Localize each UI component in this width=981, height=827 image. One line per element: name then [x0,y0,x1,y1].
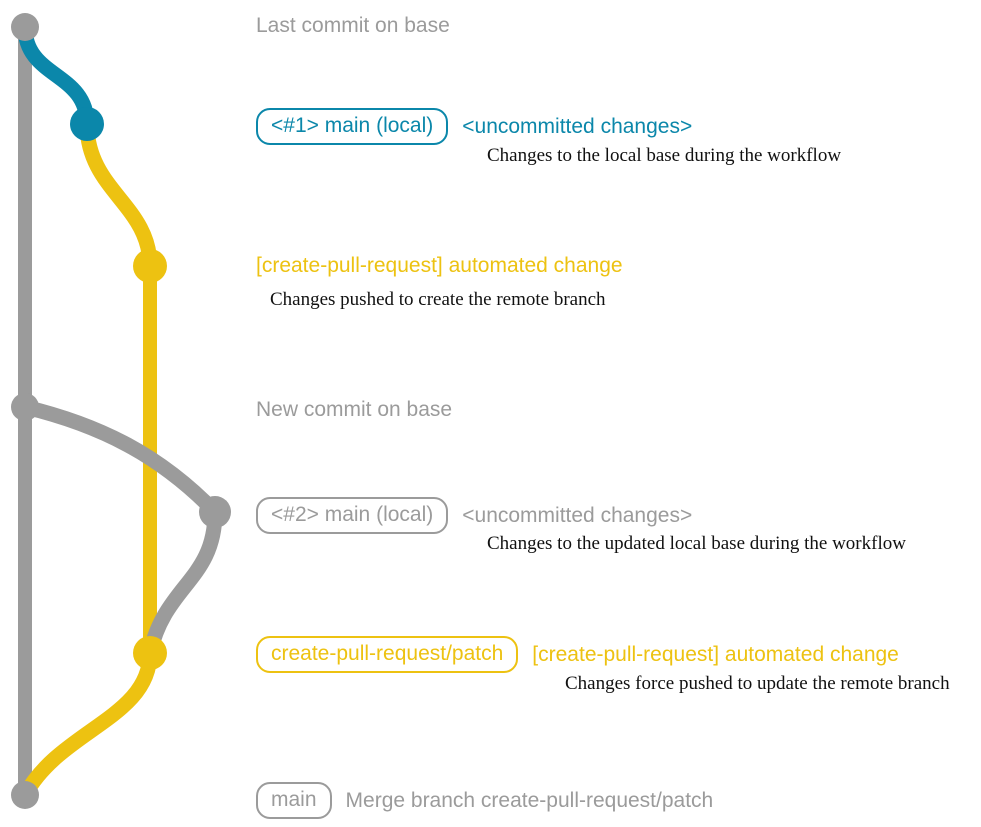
commit-node-base-new[interactable] [11,393,39,421]
branch-pill-main[interactable]: main [256,782,332,820]
commit-node-remote-2[interactable] [133,636,167,670]
commit-subject-remote-1: [create-pull-request] automated change [256,254,623,277]
commit-row-local-2: <#2> main (local) <uncommitted changes> [256,497,693,535]
edge-base-new-to-local-2 [17,399,223,520]
commit-subject-last-commit-on-base: Last commit on base [256,14,450,37]
commit-node-merge[interactable] [11,781,39,809]
branch-pill-remote-2[interactable]: create-pull-request/patch [256,636,519,674]
commit-subject-merge: Merge branch create-pull-request/patch [345,788,714,812]
branch-pill-local-2[interactable]: <#2> main (local) [256,497,449,535]
edge-local-2-to-remote-2 [142,504,223,661]
commit-node-local-2[interactable] [199,496,231,528]
commit-subject-new-commit-on-base: New commit on base [256,398,453,421]
edge-base-to-local-1 [17,19,95,132]
commit-node-base-top[interactable] [11,13,39,41]
commit-description-remote-1: Changes pushed to create the remote bran… [270,289,606,310]
commit-node-remote-1[interactable] [133,249,167,283]
commit-node-local-1[interactable] [70,107,104,141]
commit-row-remote-2: create-pull-request/patch [create-pull-r… [256,636,899,674]
commit-description-local-2: Changes to the updated local base during… [487,533,906,554]
commit-subject-local-2: <uncommitted changes> [462,503,693,527]
commit-subject-local-1: <uncommitted changes> [462,114,693,138]
branch-pill-local-1[interactable]: <#1> main (local) [256,108,449,146]
commit-description-local-1: Changes to the local base during the wor… [487,145,842,166]
commit-subject-remote-2: [create-pull-request] automated change [532,642,899,666]
commit-row-local-1: <#1> main (local) <uncommitted changes> [256,108,693,146]
commit-description-remote-2: Changes force pushed to update the remot… [565,673,950,694]
edge-local-1-to-remote-1 [79,116,158,274]
commit-row-merge: main Merge branch create-pull-request/pa… [256,782,714,820]
edge-remote-2-to-merge [17,645,158,803]
